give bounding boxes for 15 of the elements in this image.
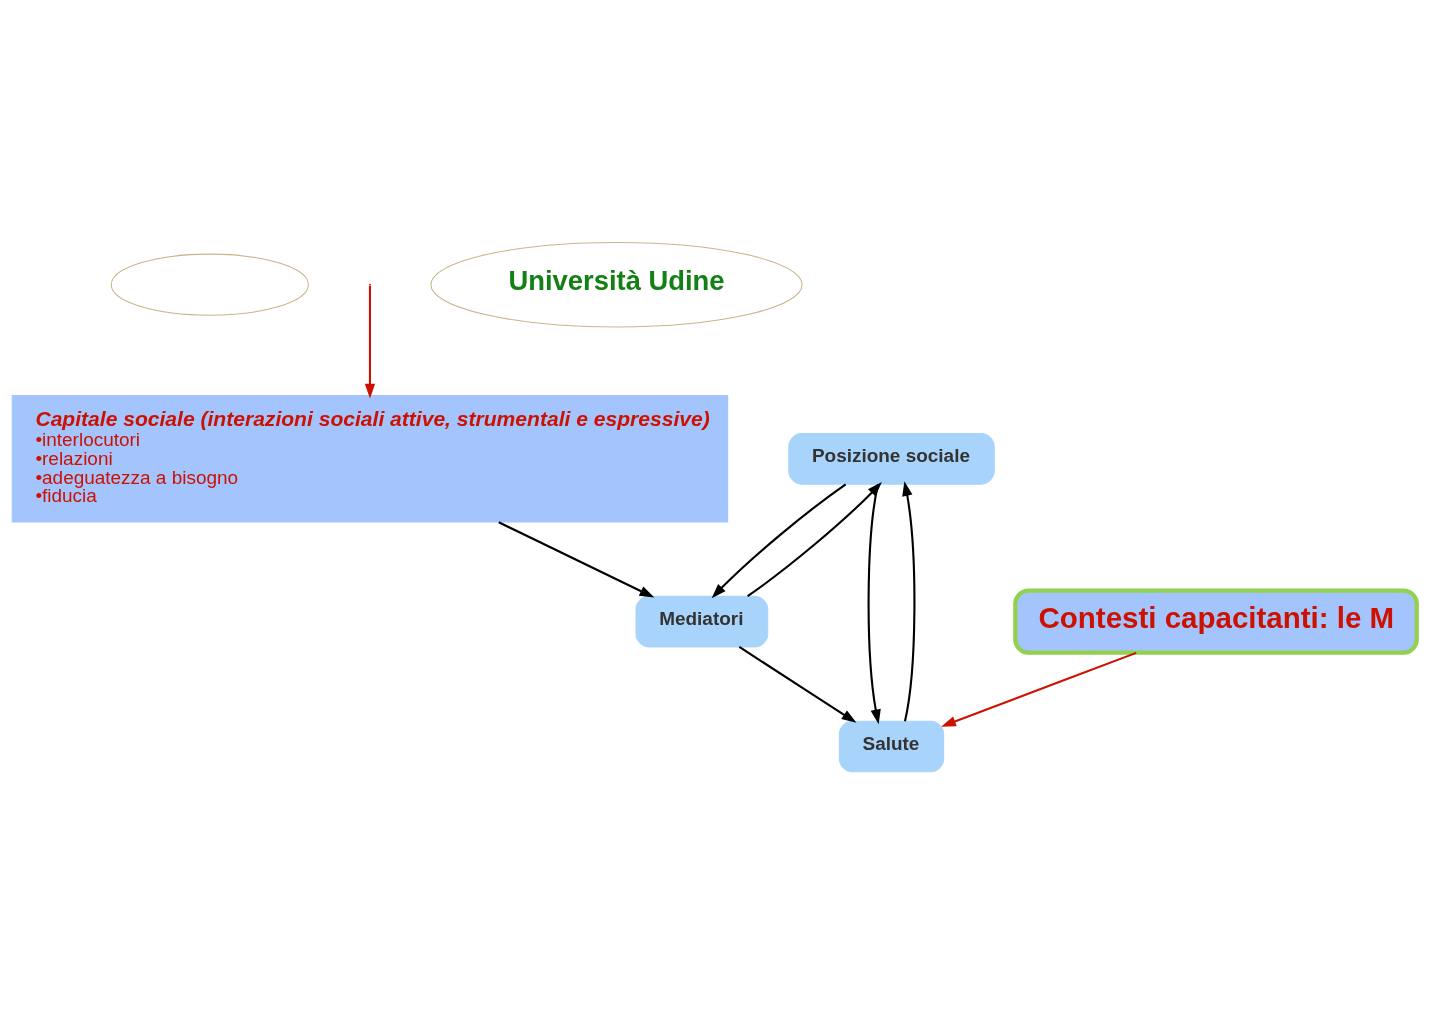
node-box: Contesti capacitanti: le M [1013, 588, 1419, 655]
arrow [364, 285, 376, 399]
arrow [747, 482, 882, 598]
node-box: Capitale sociale (interazioni sociali attive, strumentali e espressive) •interlocutori •relazioni •adeguatezza a bisogno •fiducia [11, 395, 729, 523]
arrow [902, 481, 916, 722]
node-ellipse [110, 253, 309, 316]
arrow [867, 484, 881, 725]
node-ellipse: Università Udine [430, 241, 803, 328]
arrow [498, 521, 655, 598]
node-box: Posizione sociale [788, 433, 995, 485]
arrow [738, 646, 857, 723]
node-box: Salute [838, 720, 945, 773]
arrow [941, 651, 1137, 727]
arrow [711, 483, 847, 599]
node-box: Mediatori [635, 595, 769, 648]
